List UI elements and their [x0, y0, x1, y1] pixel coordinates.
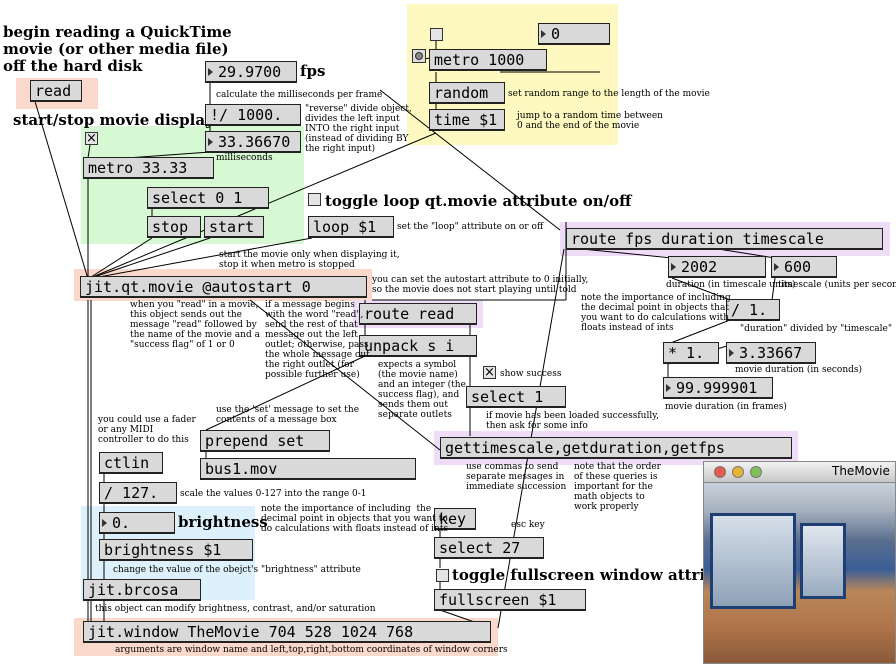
comment-if-message: if a message begins with the word "read"… [265, 300, 370, 380]
jit-qt-movie-object[interactable]: jit.qt.movie @autostart 0 [80, 276, 367, 298]
comment-show-success: show success [500, 369, 562, 379]
bus1-message[interactable]: bus1.mov [200, 458, 416, 480]
ms-number-box[interactable]: 33.36670 [205, 131, 301, 153]
heading-brightness: brightness [178, 513, 268, 531]
show-success-toggle[interactable]: × [483, 365, 496, 380]
movie-window[interactable]: TheMovie [703, 461, 896, 664]
loop-toggle[interactable] [308, 193, 321, 206]
comment-note-decimal2: note the importance of including the dec… [261, 504, 449, 534]
heading-toggle-loop: toggle loop qt.movie attribute on/off [325, 192, 632, 210]
comment-dur-seconds: movie duration (in seconds) [735, 365, 863, 375]
comment-set-random: set random range to the length of the mo… [508, 89, 710, 99]
comment-dur-frames: movie duration (in frames) [665, 402, 787, 412]
metro-1000-object[interactable]: metro 1000 [429, 49, 547, 71]
comment-milliseconds: milliseconds [216, 153, 273, 163]
read-message[interactable]: read [30, 80, 82, 102]
metro-33-object[interactable]: metro 33.33 [83, 157, 214, 179]
bus-window [710, 513, 796, 609]
movie-window-title: TheMovie [832, 464, 890, 478]
comment-jump-random: jump to a random time between 0 and the … [517, 111, 663, 131]
close-icon[interactable] [714, 466, 726, 478]
route-fps-object[interactable]: route fps duration timescale [566, 228, 883, 250]
reverse-divide-object[interactable]: !/ 1000. [205, 104, 301, 126]
stop-message[interactable]: stop [147, 216, 201, 238]
comment-if-loaded: if movie has been loaded successfully, t… [486, 411, 659, 431]
movie-window-titlebar[interactable]: TheMovie [704, 462, 895, 483]
divide-127-object[interactable]: / 127. [99, 482, 177, 504]
metro-toggle[interactable]: × [85, 131, 98, 146]
bang-dot-icon [415, 52, 423, 60]
divide-1-object[interactable]: / 1. [726, 299, 780, 321]
comment-window-args: arguments are window name and left,top,r… [115, 645, 508, 655]
route-read-object[interactable]: route read [359, 303, 477, 325]
zero-number-box[interactable]: 0 [538, 23, 610, 45]
comment-note-decimal: note the importance of including the dec… [581, 293, 731, 333]
minimize-icon[interactable] [732, 466, 744, 478]
zoom-icon[interactable] [750, 466, 762, 478]
comment-timescale-units: timescale (units per second) [778, 280, 896, 290]
unpack-object[interactable]: unpack s i [359, 335, 477, 357]
random-toggle[interactable] [430, 28, 443, 41]
start-message[interactable]: start [204, 216, 264, 238]
comment-calc-ms: calculate the milliseconds per frame [216, 90, 383, 100]
comment-change-value: change the value of the obejct's "bright… [113, 565, 361, 575]
random-object[interactable]: random [429, 82, 505, 104]
ctlin-object[interactable]: ctlin [99, 452, 163, 474]
comment-dur-div-ts: "duration" divided by "timescale" [740, 324, 892, 334]
frames-number-box[interactable]: 99.999901 [663, 377, 773, 399]
fullscreen-message[interactable]: fullscreen $1 [434, 589, 586, 611]
heading-fps: fps [300, 62, 326, 80]
comment-use-set: use the 'set' message to set the content… [216, 405, 360, 425]
heading-start-stop: start/stop movie display [13, 111, 214, 129]
select-27-object[interactable]: select 27 [434, 537, 544, 559]
prepend-set-object[interactable]: prepend set [200, 430, 330, 452]
bus-window-2 [800, 523, 846, 599]
comment-use-commas: use commas to send separate messages in … [466, 462, 567, 492]
comment-note-order: note that the order of these queries is … [574, 462, 661, 512]
jit-window-object[interactable]: jit.window TheMovie 704 528 1024 768 [83, 621, 491, 643]
comment-read-in-movie: when you "read" in a movie, this object … [130, 300, 260, 350]
comment-fader: you could use a fader or any MIDI contro… [98, 415, 196, 445]
movie-frame [704, 483, 895, 663]
comment-duration-units: duration (in timescale units) [666, 280, 796, 290]
multiply-1-object[interactable]: * 1. [663, 342, 719, 364]
time-message[interactable]: time $1 [429, 109, 505, 131]
comment-start-only: start the movie only when displaying it,… [219, 250, 400, 270]
comment-expects-symbol: expects a symbol (the movie name) and an… [378, 360, 466, 420]
timescale-number-box[interactable]: 600 [771, 256, 837, 278]
duration-number-box[interactable]: 2002 [668, 256, 766, 278]
seconds-number-box[interactable]: 3.33667 [726, 342, 816, 364]
select-1-object[interactable]: select 1 [466, 386, 566, 408]
select-0-1-object[interactable]: select 0 1 [147, 187, 269, 209]
comment-set-loop: set the "loop" attribute on or off [397, 222, 544, 232]
fullscreen-toggle[interactable] [436, 569, 449, 582]
fps-number-box[interactable]: 29.9700 [205, 61, 297, 83]
comment-brcosa: this object can modify brightness, contr… [95, 604, 376, 614]
gettimescale-message[interactable]: gettimescale,getduration,getfps [440, 437, 792, 459]
comment-esc-key: esc key [511, 520, 545, 530]
comment-reverse-divide: "reverse" divide object, divides the lef… [305, 104, 412, 154]
key-object[interactable]: key [434, 508, 476, 530]
heading-toggle-fullscreen: toggle fullscreen window attribute [452, 566, 744, 584]
brightness-message[interactable]: brightness $1 [99, 539, 253, 561]
brightness-number-box[interactable]: 0. [99, 512, 175, 534]
heading-begin-reading: begin reading a QuickTime movie (or othe… [3, 23, 232, 75]
comment-scale-values: scale the values 0-127 into the range 0-… [180, 489, 367, 499]
bang-button[interactable] [412, 49, 426, 63]
loop-message[interactable]: loop $1 [308, 216, 394, 238]
jit-brcosa-object[interactable]: jit.brcosa [83, 579, 201, 601]
comment-autostart: you can set the autostart attribute to 0… [372, 275, 589, 295]
